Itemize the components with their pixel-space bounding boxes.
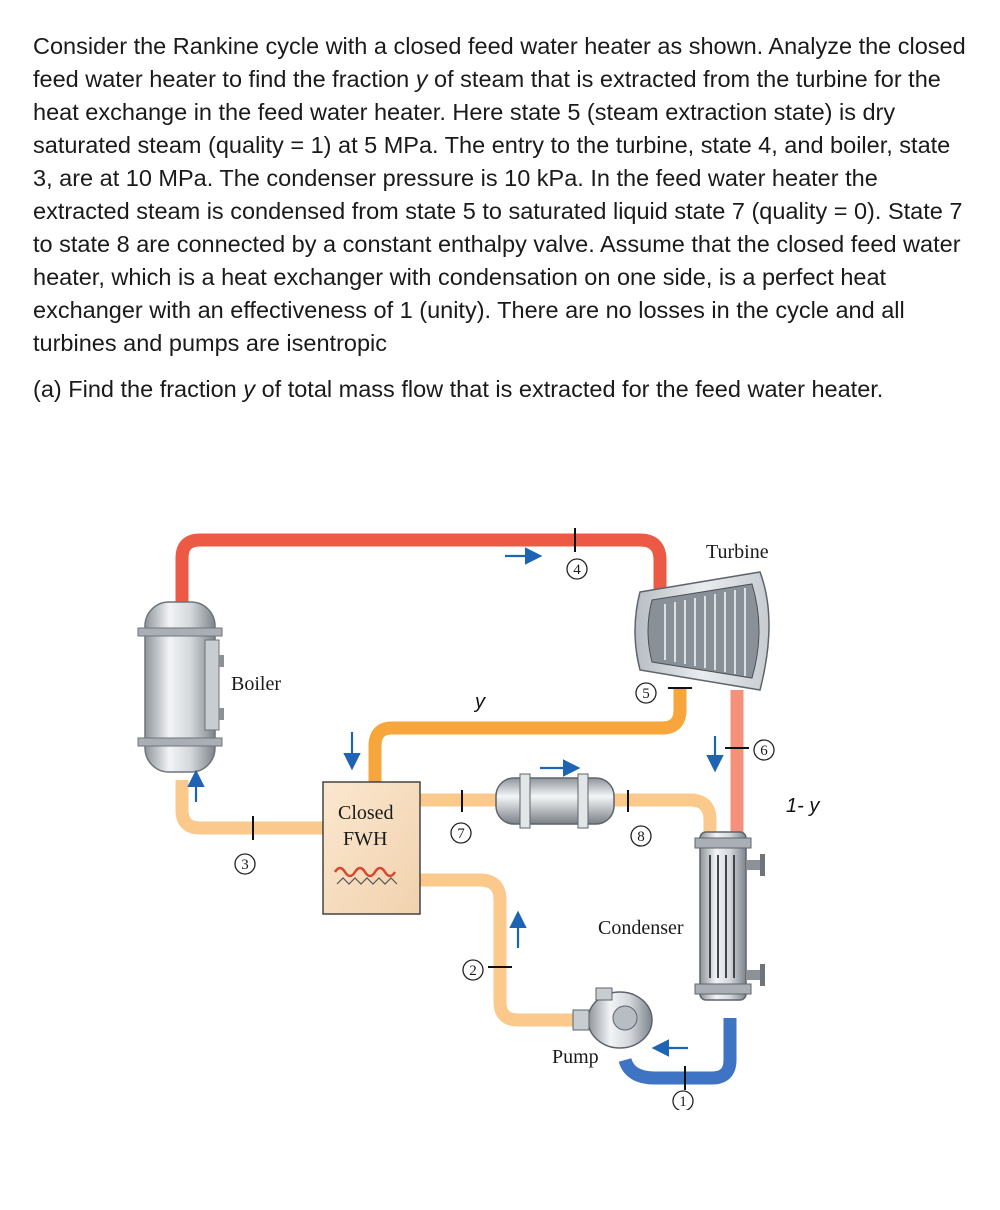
condenser bbox=[694, 831, 765, 1001]
svg-text:5: 5 bbox=[642, 686, 650, 702]
closed-fwh bbox=[322, 781, 421, 915]
flow-arrows bbox=[187, 547, 724, 1057]
svg-text:1: 1 bbox=[679, 1094, 687, 1110]
fwh-label-closed: Closed bbox=[338, 802, 394, 824]
question-text-part: of total mass flow that is extracted for… bbox=[255, 376, 884, 402]
fraction-one-minus-y-label: 1- y bbox=[786, 795, 820, 817]
variable-y: y bbox=[415, 66, 428, 92]
rankine-cycle-diagram: Closed FWH bbox=[137, 528, 820, 1110]
state-marker-7: 7 bbox=[450, 822, 472, 844]
pipe-fwh-drain-to-condenser bbox=[420, 793, 717, 835]
svg-text:3: 3 bbox=[241, 857, 249, 873]
pipe-boiler-to-turbine bbox=[175, 533, 667, 605]
pipe-extraction-to-fwh bbox=[368, 688, 687, 788]
state-marker-2: 2 bbox=[462, 959, 484, 981]
svg-text:4: 4 bbox=[573, 562, 581, 578]
state-marker-3: 3 bbox=[234, 853, 256, 875]
svg-text:8: 8 bbox=[637, 829, 645, 845]
svg-text:6: 6 bbox=[760, 743, 768, 759]
state-ticks bbox=[252, 528, 749, 1090]
problem-text: Consider the Rankine cycle with a closed… bbox=[33, 30, 973, 406]
state-marker-6: 6 bbox=[753, 739, 775, 761]
problem-statement: Consider the Rankine cycle with a closed… bbox=[33, 30, 973, 360]
svg-text:2: 2 bbox=[469, 963, 477, 979]
problem-text-part: of steam that is extracted from the turb… bbox=[33, 66, 963, 356]
pump bbox=[572, 987, 653, 1049]
turbine-label: Turbine bbox=[706, 541, 769, 563]
state-marker-4: 4 bbox=[566, 558, 588, 580]
pipe-condenser-to-pump bbox=[618, 1018, 737, 1085]
fwh-label-fwh: FWH bbox=[343, 828, 387, 850]
state-marker-8: 8 bbox=[630, 825, 652, 847]
pipe-pump-to-fwh bbox=[420, 873, 575, 1027]
turbine bbox=[634, 571, 770, 691]
pipe-fwh-to-boiler bbox=[175, 780, 323, 835]
problem-text-part: Consider the Rankine cycle with a closed… bbox=[33, 33, 966, 92]
question-text-part: (a) Find the fraction bbox=[33, 376, 244, 402]
fraction-y-label: y bbox=[473, 691, 486, 713]
boiler-label: Boiler bbox=[231, 673, 281, 695]
condenser-label: Condenser bbox=[598, 917, 684, 939]
state-marker-5: 5 bbox=[635, 682, 657, 704]
boiler bbox=[137, 601, 224, 773]
state-marker-1: 1 bbox=[672, 1090, 694, 1110]
variable-y: y bbox=[243, 376, 256, 402]
svg-text:7: 7 bbox=[457, 826, 465, 842]
question-a: (a) Find the fraction y of total mass fl… bbox=[33, 373, 973, 406]
throttle-valve bbox=[495, 773, 615, 829]
turbine-blades bbox=[664, 588, 746, 676]
pump-label: Pump bbox=[552, 1046, 599, 1068]
